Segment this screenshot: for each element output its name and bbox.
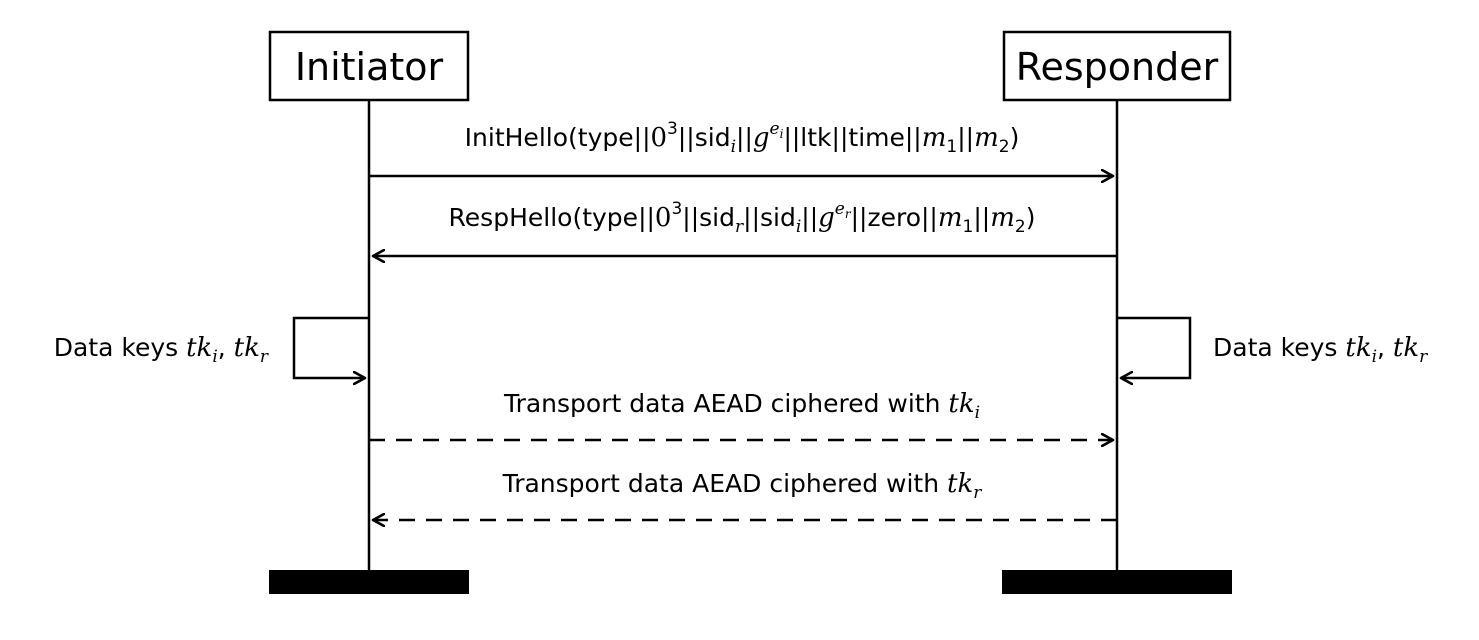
responder-label: Responder [1016,45,1219,89]
initiator-data-keys-label: Data keys tki, tkr [54,333,269,367]
resp-hello-label: RespHello(type||03||sidr||sidi||ger||zer… [449,199,1036,237]
initiator-label: Initiator [295,45,444,89]
responder-end-bar [1002,570,1232,594]
responder-box [1002,30,1232,102]
initiator-self-loop [292,316,369,378]
initiator-end-bar [269,570,469,594]
initiator-box [268,30,470,102]
transport-r-label: Transport data AEAD ciphered with tkr [502,469,983,503]
responder-self-loop [1117,316,1192,378]
transport-i-label: Transport data AEAD ciphered with tki [503,389,980,423]
init-hello-label: InitHello(type||03||sidi||gei||ltk||time… [465,119,1020,157]
responder-data-keys-label: Data keys tki, tkr [1213,333,1428,367]
